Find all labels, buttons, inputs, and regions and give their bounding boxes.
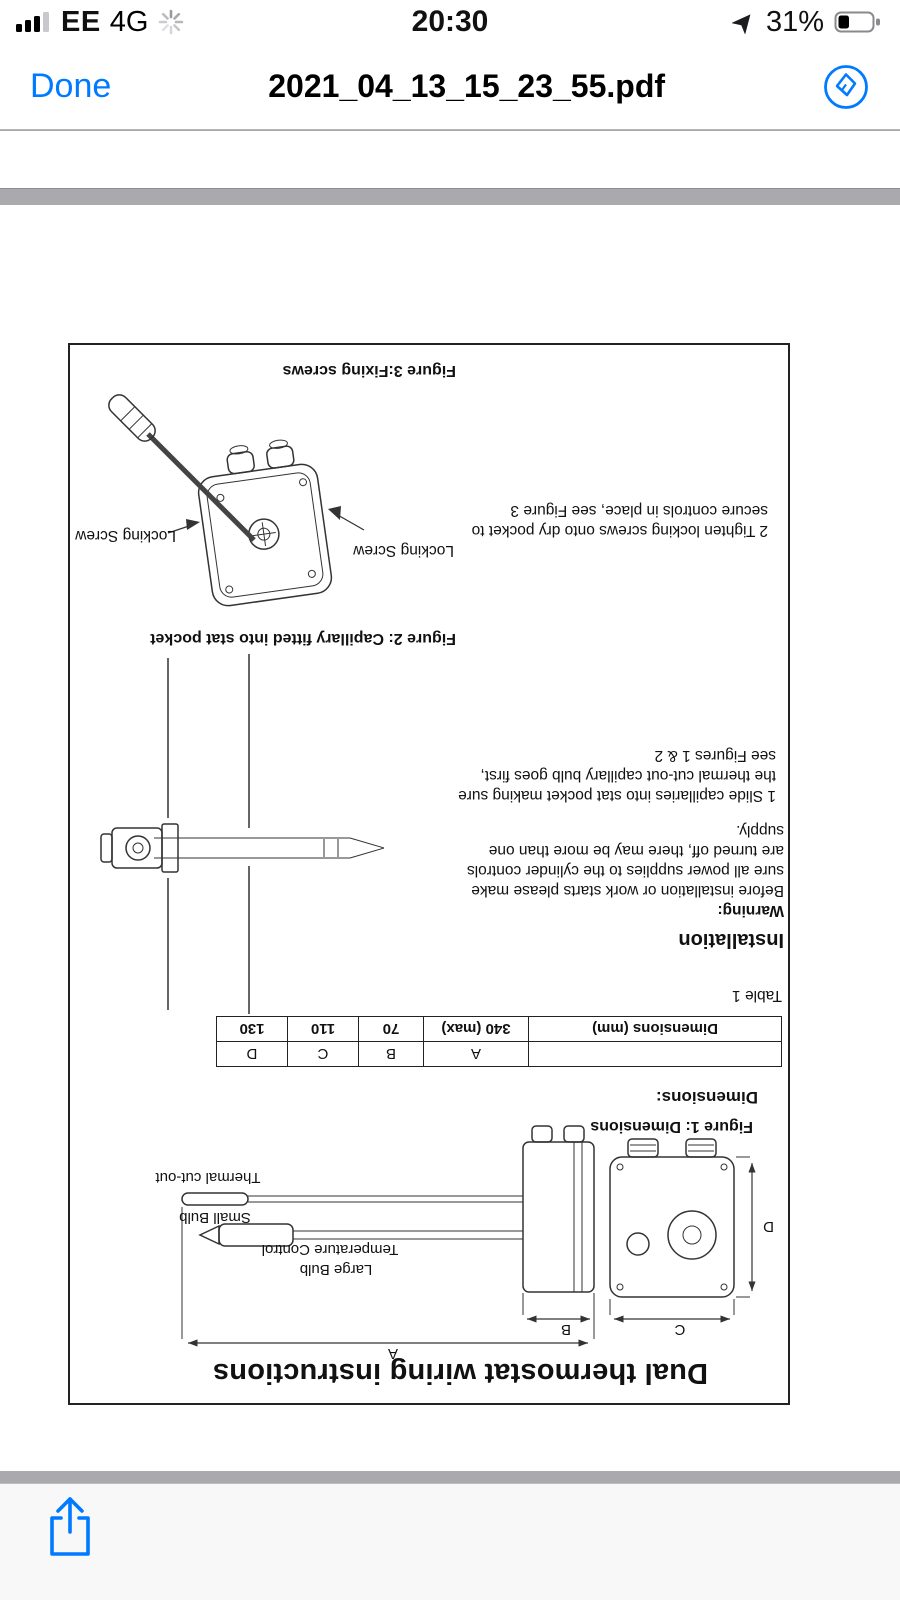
markup-button[interactable] bbox=[822, 63, 870, 111]
large-bulb-label: Large Bulb bbox=[300, 1261, 373, 1278]
battery-icon bbox=[834, 11, 880, 33]
figure-2-drawing bbox=[100, 654, 385, 1014]
bottom-toolbar bbox=[0, 1483, 900, 1600]
figure-3-drawing bbox=[108, 394, 365, 607]
table-row: Dimensions (mm) 340 (max) 70 110 130 bbox=[216, 1016, 782, 1042]
markup-icon bbox=[824, 64, 868, 109]
warning-line: sure all power supplies to the cylinder … bbox=[466, 862, 784, 879]
activity-spinner-icon bbox=[159, 9, 184, 35]
step1-line: the thermal cut-out capillary bulb goes … bbox=[480, 767, 777, 784]
table-cell: 70 bbox=[358, 1016, 424, 1042]
table-caption: Table 1 bbox=[732, 987, 782, 1004]
table-cell: A bbox=[423, 1041, 529, 1067]
done-button[interactable]: Done bbox=[30, 67, 112, 105]
small-bulb-label: Small Bulb bbox=[179, 1209, 251, 1226]
previous-page bbox=[0, 131, 900, 189]
sheet-content: Dual thermostat wiring instructions bbox=[70, 345, 788, 1403]
clock-label: 20:30 bbox=[411, 5, 489, 38]
battery-percent-label: 31% bbox=[765, 5, 824, 38]
table-cell: C bbox=[287, 1041, 359, 1067]
warning-title: Warning: bbox=[717, 902, 784, 919]
status-bar: EE 4G 20:30 31% bbox=[0, 0, 900, 44]
step2-line: secure controls in place, see Figure 3 bbox=[510, 502, 768, 519]
table-cell bbox=[528, 1041, 782, 1067]
nav-bar: Done 2021_04_13_15_23_55.pdf bbox=[0, 44, 900, 130]
dimensions-table: A B C D Dimensions (mm) 340 (max) 70 110… bbox=[216, 1016, 782, 1067]
instruction-sheet: Dual thermostat wiring instructions bbox=[68, 343, 790, 1405]
location-arrow-icon bbox=[731, 14, 751, 34]
dim-b-label: B bbox=[561, 1321, 571, 1338]
step2-line: 2 Tighten locking screws onto dry pocket… bbox=[471, 522, 768, 539]
dimensions-heading: Dimensions: bbox=[655, 1088, 758, 1107]
temperature-control-label: Temperature Control bbox=[262, 1241, 399, 1258]
document-title: 2021_04_13_15_23_55.pdf bbox=[268, 68, 666, 104]
dim-c-label: C bbox=[674, 1321, 685, 1338]
table-cell: 110 bbox=[287, 1016, 359, 1042]
table-cell: B bbox=[358, 1041, 424, 1067]
carrier-label: EE bbox=[61, 5, 101, 38]
installation-heading: Installation bbox=[678, 929, 784, 951]
warning-line: are turned off, there may be more than o… bbox=[488, 842, 784, 859]
step1-line: see Figures 1 & 2 bbox=[654, 747, 776, 764]
table-cell: Dimensions (mm) bbox=[528, 1016, 782, 1042]
figure3-caption: Figure 3:Fixing screws bbox=[282, 362, 456, 379]
share-button[interactable] bbox=[40, 1492, 100, 1565]
status-left-cluster: EE 4G bbox=[16, 6, 185, 39]
table-header-row: A B C D bbox=[216, 1041, 782, 1067]
figure-1-drawing: A B C D bbox=[155, 1125, 774, 1362]
dim-d-label: D bbox=[763, 1218, 774, 1235]
warning-line: supply. bbox=[736, 822, 784, 839]
signal-bars-icon bbox=[16, 12, 49, 32]
step1-line: 1 Slide capillaries into stat pocket mak… bbox=[458, 787, 776, 804]
network-type-label: 4G bbox=[109, 5, 149, 38]
figure2-caption: Figure 2: Capillary fitted into stat poc… bbox=[150, 630, 456, 647]
locking-screw-label-left: Locking Screw bbox=[75, 527, 176, 544]
figure1-caption: Figure 1: Dimensions bbox=[590, 1118, 753, 1135]
table-cell: 130 bbox=[216, 1016, 288, 1042]
share-icon bbox=[50, 1497, 90, 1556]
warning-line: Before installation or work starts pleas… bbox=[471, 882, 784, 899]
status-right-cluster: 31% bbox=[731, 5, 884, 39]
pdf-page[interactable]: Dual thermostat wiring instructions bbox=[0, 205, 900, 1471]
page-gap bbox=[0, 1471, 900, 1483]
table-cell: 340 (max) bbox=[423, 1016, 529, 1042]
table-cell: D bbox=[216, 1041, 288, 1067]
thermal-cut-out-label: Thermal cut-out bbox=[155, 1169, 261, 1186]
locking-screw-label-right: Locking Screw bbox=[353, 542, 454, 559]
dim-a-label: A bbox=[388, 1345, 398, 1362]
